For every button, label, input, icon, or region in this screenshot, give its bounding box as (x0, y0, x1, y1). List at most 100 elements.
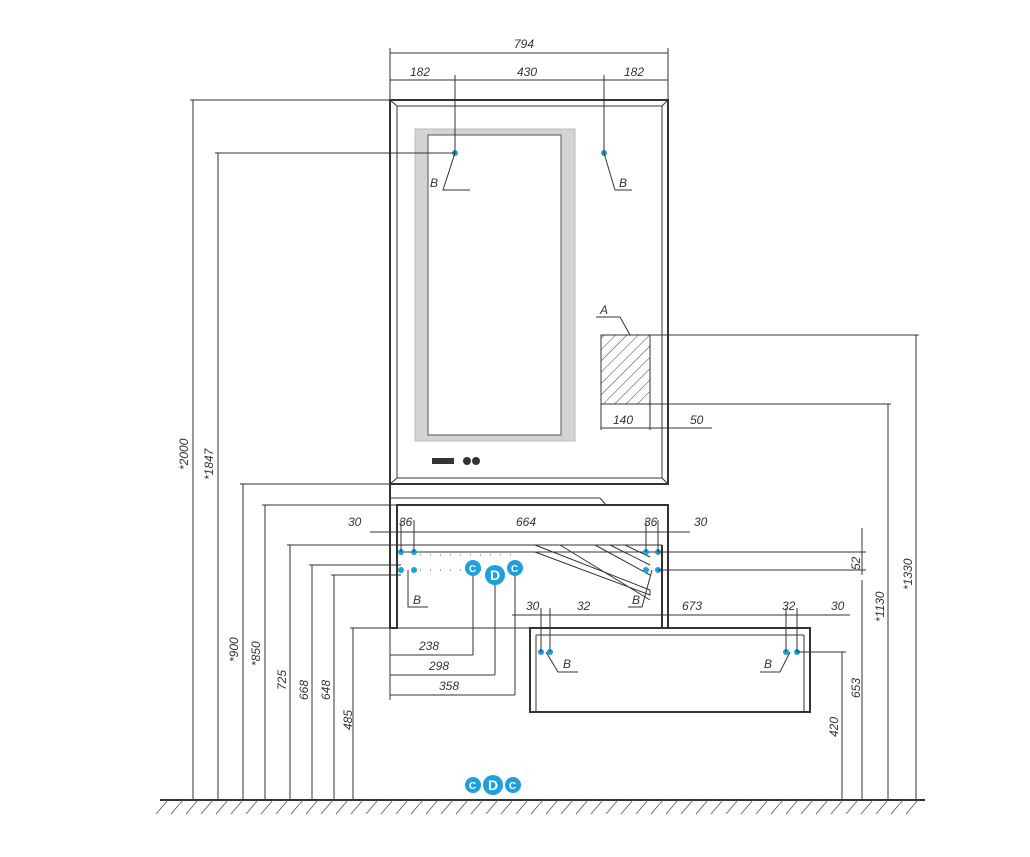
floor-hatch-tick (710, 799, 724, 815)
floor-hatch-tick (905, 799, 919, 815)
floor-hatch-tick (215, 799, 229, 815)
dim-485: 485 (341, 710, 355, 730)
floor-hatch-tick (350, 799, 364, 815)
floor-hatch-tick (605, 799, 619, 815)
dim-673: 673 (682, 599, 702, 613)
dim-238: 238 (418, 639, 439, 653)
dim-50: 50 (690, 413, 704, 427)
floor-hatch-tick (320, 799, 334, 815)
label-b-6: B (764, 657, 772, 671)
label-b-5: B (563, 657, 571, 671)
dim-850: *850 (249, 641, 263, 666)
cdc-markers-upper: C D C (465, 560, 523, 695)
drawer-dimensions: 30 32 673 32 30 (512, 599, 850, 652)
dim-mid-32-left: 32 (577, 599, 591, 613)
floor-hatch-tick (275, 799, 289, 815)
dim-mid-30: 30 (526, 599, 540, 613)
floor-hatch-tick (650, 799, 664, 815)
console-dimensions: 30 36 664 36 30 (348, 515, 708, 552)
dim-36-left: 36 (399, 515, 413, 529)
floor-hatch-tick (575, 799, 589, 815)
floor-hatch-tick (200, 799, 214, 815)
floor-hatch-tick (845, 799, 859, 815)
dim-mid-30-right: 30 (831, 599, 845, 613)
floor-hatch-tick (860, 799, 874, 815)
dim-420: 420 (827, 717, 841, 737)
marker-c-4: C (509, 781, 516, 792)
cdc-markers-floor: C D C (465, 775, 521, 795)
floor-hatch-tick (830, 799, 844, 815)
floor-hatch-tick (695, 799, 709, 815)
dim-900: *900 (227, 637, 241, 662)
floor-hatch-tick (815, 799, 829, 815)
bottom-dimensions: 238 298 358 (389, 628, 515, 700)
marker-d-2: D (488, 777, 498, 793)
marker-c-1: C (469, 564, 476, 575)
dim-mid-32-right: 32 (782, 599, 796, 613)
dim-52: 52 (849, 556, 863, 570)
mirror-controls (432, 457, 480, 465)
floor-hatch-tick (305, 799, 319, 815)
dim-648: 648 (319, 680, 333, 700)
floor-hatch-tick (485, 799, 499, 815)
floor-hatch-tick (290, 799, 304, 815)
marker-d-1: D (490, 567, 500, 583)
floor-hatch-tick (500, 799, 514, 815)
dim-2000: *2000 (177, 438, 191, 470)
dim-725: 725 (275, 670, 289, 690)
left-vertical-dimensions: *2000 *1847 *900 *850 725 668 648 485 (177, 99, 530, 800)
mirror-panel (414, 128, 576, 442)
dim-182-left: 182 (410, 65, 430, 79)
label-b-1: B (430, 176, 438, 190)
b-leaders: B B B B B B (407, 152, 791, 673)
floor-hatch-tick (680, 799, 694, 815)
floor-hatch-tick (425, 799, 439, 815)
floor-hatch-tick (785, 799, 799, 815)
right-vertical-dimensions: *1330 *1130 52 653 420 (650, 334, 919, 800)
floor-hatch-tick (395, 799, 409, 815)
shelf-dimensions: 140 50 (600, 404, 712, 430)
floor-hatch-tick (590, 799, 604, 815)
shelf-detail-a: A (596, 303, 651, 405)
floor-hatch-tick (635, 799, 649, 815)
floor-hatch-tick (335, 799, 349, 815)
mirror-cabinet (389, 99, 669, 485)
floor-hatch-tick (470, 799, 484, 815)
floor-hatch-tick (380, 799, 394, 815)
lower-drawer (529, 627, 811, 713)
floor-hatch-tick (800, 799, 814, 815)
floor-hatch-tick (245, 799, 259, 815)
marker-c-2: C (511, 564, 518, 575)
floor-hatch-tick (170, 799, 184, 815)
floor-hatch-tick (890, 799, 904, 815)
dim-30-left: 30 (348, 515, 362, 529)
dim-664: 664 (516, 515, 536, 529)
label-a: A (599, 303, 608, 317)
label-b-3: B (413, 593, 421, 607)
dim-794: 794 (514, 37, 534, 51)
dim-140: 140 (613, 413, 633, 427)
floor-hatch-tick (365, 799, 379, 815)
floor-hatch-tick (665, 799, 679, 815)
label-b-4: B (632, 593, 640, 607)
dim-358: 358 (439, 679, 459, 693)
floor-hatch-tick (740, 799, 754, 815)
dim-30-right: 30 (694, 515, 708, 529)
floor-hatch-tick (545, 799, 559, 815)
dim-1130: *1130 (873, 591, 887, 622)
dim-430: 430 (517, 65, 537, 79)
floor-hatch-tick (530, 799, 544, 815)
top-dimensions: 794 182 430 182 (389, 37, 669, 153)
floor-hatch-tick (560, 799, 574, 815)
floor-hatch-tick (875, 799, 889, 815)
dim-182-right: 182 (624, 65, 644, 79)
floor-hatch-tick (455, 799, 469, 815)
floor-hatch-tick (725, 799, 739, 815)
dim-1330: *1330 (901, 558, 915, 590)
floor-hatch-tick (440, 799, 454, 815)
dim-668: 668 (297, 680, 311, 700)
floor (155, 799, 925, 815)
label-b-2: B (619, 176, 627, 190)
floor-hatch-tick (620, 799, 634, 815)
